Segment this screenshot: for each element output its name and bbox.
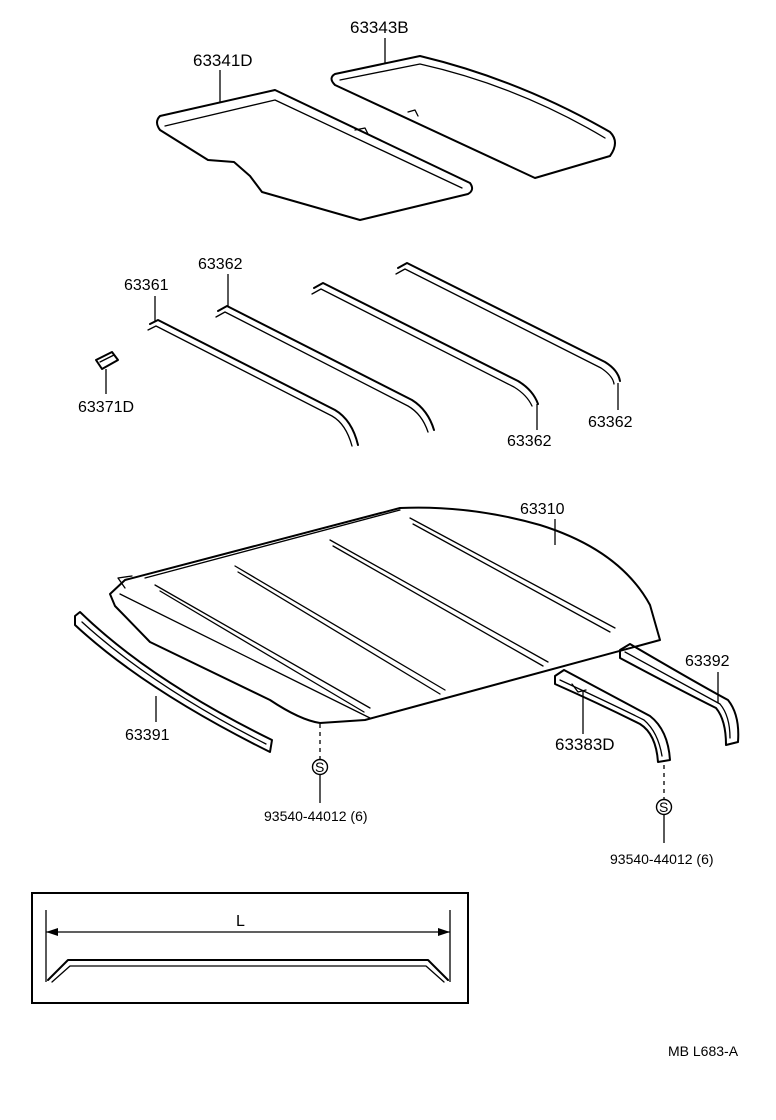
svg-text:S: S: [659, 799, 668, 815]
svg-text:S: S: [315, 759, 324, 775]
label-63343b: 63343B: [350, 18, 409, 37]
roof-bow-1[interactable]: [147, 319, 359, 447]
label-63391: 63391: [125, 727, 170, 744]
front-retainer[interactable]: [74, 611, 273, 753]
label-63362-a: 63362: [198, 256, 243, 273]
detail-box: [31, 892, 469, 1004]
screw-rear-symbol[interactable]: S: [655, 798, 673, 816]
screw-front-symbol[interactable]: S: [311, 758, 329, 776]
roof-bow-2[interactable]: [215, 305, 435, 433]
label-63361: 63361: [124, 277, 169, 294]
label-screw-front: 93540-44012 (6): [264, 808, 368, 824]
label-screw-rear: 93540-44012 (6): [610, 851, 714, 867]
roof-bow-4[interactable]: [395, 262, 621, 385]
label-63383d: 63383D: [555, 735, 615, 754]
sheet-code: MB L683-A: [668, 1043, 739, 1059]
label-63392: 63392: [685, 653, 730, 670]
label-63362-b: 63362: [507, 433, 552, 450]
headlining-panel[interactable]: [109, 506, 661, 724]
detail-bow-profile: [47, 959, 449, 981]
sunshade-panel-lh[interactable]: [156, 89, 474, 221]
sunshade-panel-rh[interactable]: [330, 55, 616, 179]
label-63310: 63310: [520, 501, 565, 518]
clip-part[interactable]: [95, 351, 119, 370]
label-length: L: [236, 913, 245, 930]
roof-bow-3[interactable]: [311, 282, 539, 407]
label-63341d: 63341D: [193, 51, 253, 70]
label-63362-c: 63362: [588, 414, 633, 431]
label-63371d: 63371D: [78, 399, 134, 416]
